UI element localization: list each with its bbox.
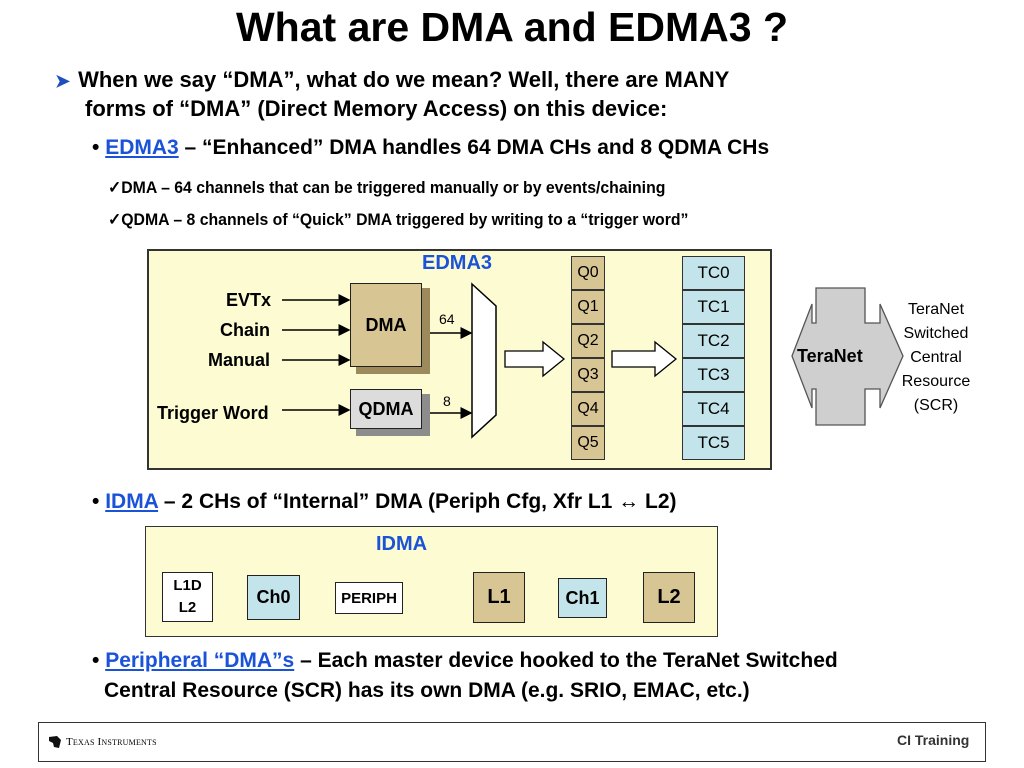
input-evtx: EVTx	[226, 290, 272, 310]
qdma-count: 8	[443, 393, 451, 409]
tc-2: TC2	[682, 324, 745, 358]
input-trigger-word: Trigger Word	[157, 403, 269, 423]
tc-0: TC0	[682, 256, 745, 290]
intro-line2: forms of “DMA” (Direct Memory Access) on…	[85, 96, 668, 121]
periph-dma-link[interactable]: Peripheral “DMA”s	[105, 649, 295, 672]
ci-training-label: CI Training	[897, 732, 970, 748]
qdma-box: QDMA	[350, 389, 422, 429]
periph-bullet-text: – Each master device hooked to the TeraN…	[294, 649, 838, 672]
tc-4: TC4	[682, 392, 745, 426]
intro-line1: When we say “DMA”, what do we mean? Well…	[78, 67, 730, 92]
dma-subbullet-text: DMA – 64 channels that can be triggered …	[121, 178, 666, 197]
idma-bullet: • IDMA – 2 CHs of “Internal” DMA (Periph…	[92, 490, 677, 514]
l2-small-label: L2	[178, 599, 197, 616]
ch0-box: Ch0	[247, 575, 300, 620]
bullet-dot-icon: •	[92, 136, 106, 159]
ti-brand-text: Texas Instruments	[66, 736, 157, 748]
teranet-description: TeraNet Switched Central Resource (SCR)	[892, 298, 980, 418]
ch1-box: Ch1	[558, 578, 607, 618]
qdma-subbullet: ✓QDMA – 8 channels of “Quick” DMA trigge…	[108, 210, 688, 230]
dma-count: 64	[439, 311, 455, 327]
idma-bullet-text: – 2 CHs of “Internal” DMA (Periph Cfg, X…	[158, 490, 677, 513]
teranet-desc-line: Switched	[903, 325, 969, 342]
queue-q5: Q5	[571, 426, 605, 460]
qdma-subbullet-text: QDMA – 8 channels of “Quick” DMA trigger…	[121, 210, 689, 229]
intro-bullet: ➤ When we say “DMA”, what do we mean? Wel…	[55, 66, 955, 122]
teranet-desc-line: Resource	[901, 373, 971, 390]
edma3-diagram-title: EDMA3	[422, 252, 493, 274]
edma3-bullet-text: – “Enhanced” DMA handles 64 DMA CHs and …	[178, 136, 770, 159]
footer-bar	[38, 722, 986, 762]
l1-box: L1	[473, 572, 525, 623]
l2-box: L2	[643, 572, 695, 623]
idma-diagram	[145, 526, 718, 637]
queue-q3: Q3	[571, 358, 605, 392]
tc-1: TC1	[682, 290, 745, 324]
idma-link[interactable]: IDMA	[105, 490, 159, 513]
queue-q0: Q0	[571, 256, 605, 290]
periph-bullet-line2: Central Resource (SCR) has its own DMA (…	[104, 679, 750, 702]
bullet-dot-icon: •	[92, 649, 106, 672]
check-icon: ✓	[108, 178, 122, 197]
teranet-desc-line: Central	[910, 349, 962, 366]
l1d-l2-box: L1D L2	[162, 572, 213, 622]
queue-q4: Q4	[571, 392, 605, 426]
dma-box: DMA	[350, 283, 422, 367]
queue-q2: Q2	[571, 324, 605, 358]
dma-subbullet: ✓DMA – 64 channels that can be triggered…	[108, 178, 665, 198]
ti-logo-icon	[48, 735, 62, 749]
tc-5: TC5	[682, 426, 745, 460]
teranet-label: TeraNet	[797, 346, 863, 366]
idma-diagram-title: IDMA	[376, 533, 428, 555]
edma3-link[interactable]: EDMA3	[105, 136, 179, 159]
arrow-bullet-icon: ➤	[55, 71, 71, 91]
periph-bullet: • Peripheral “DMA”s – Each master device…	[92, 649, 838, 673]
teranet-desc-line: (SCR)	[913, 397, 959, 414]
page-title: What are DMA and EDMA3 ?	[235, 4, 789, 50]
edma3-bullet: • EDMA3 – “Enhanced” DMA handles 64 DMA …	[92, 136, 769, 160]
input-manual: Manual	[208, 350, 271, 370]
check-icon: ✓	[108, 210, 122, 229]
input-chain: Chain	[220, 320, 271, 340]
periph-box: PERIPH	[335, 582, 403, 614]
queue-q1: Q1	[571, 290, 605, 324]
teranet-desc-line: TeraNet	[907, 301, 965, 318]
l1d-label: L1D	[173, 577, 202, 594]
tc-3: TC3	[682, 358, 745, 392]
bullet-dot-icon: •	[92, 490, 106, 513]
